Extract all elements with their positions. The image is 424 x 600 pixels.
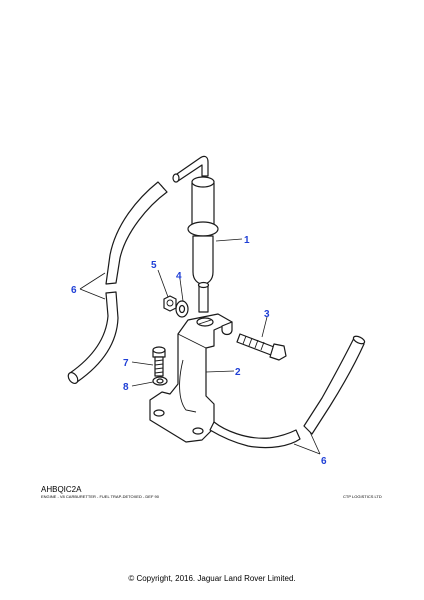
bracket[interactable] (149, 313, 233, 443)
leader-6a-bottom (79, 288, 106, 300)
callout-5[interactable]: 5 (151, 260, 157, 271)
hose-lower-left[interactable] (66, 291, 119, 385)
leader-2 (205, 370, 235, 373)
leader-4 (179, 278, 184, 302)
screw[interactable] (152, 346, 166, 377)
publisher-name: CTP LOGISTICS LTD (343, 494, 382, 499)
callout-6-right[interactable]: 6 (321, 456, 327, 467)
leader-3 (261, 316, 268, 338)
spring-washer[interactable] (152, 376, 168, 386)
callout-1[interactable]: 1 (244, 235, 250, 246)
hose-lower-right[interactable] (209, 335, 366, 449)
hose-upper-left[interactable] (105, 181, 168, 285)
diagram-caption: ENGINE - V8 CARBURETTER - FUEL TRAP-DETO… (41, 494, 159, 499)
illustration-code: AHBQIC2A (41, 485, 82, 494)
fuel-trap[interactable] (172, 155, 219, 313)
callout-7[interactable]: 7 (123, 358, 129, 369)
copyright-notice: © Copyright, 2016. Jaguar Land Rover Lim… (128, 574, 296, 583)
leader-7 (131, 361, 154, 366)
leader-1 (215, 238, 243, 242)
callout-4[interactable]: 4 (176, 271, 182, 282)
callout-8[interactable]: 8 (123, 382, 129, 393)
washer[interactable] (175, 300, 189, 318)
nut[interactable] (163, 295, 177, 312)
leader-6b-right (309, 431, 321, 455)
callout-2[interactable]: 2 (235, 367, 241, 378)
leader-lines (79, 238, 321, 455)
callout-6-left[interactable]: 6 (71, 285, 77, 296)
leader-6b-left (293, 443, 321, 455)
leader-8 (131, 381, 154, 387)
leader-5 (157, 269, 169, 298)
bolt-long[interactable] (236, 333, 287, 361)
leader-6a-top (79, 272, 106, 290)
callout-3[interactable]: 3 (264, 309, 270, 320)
